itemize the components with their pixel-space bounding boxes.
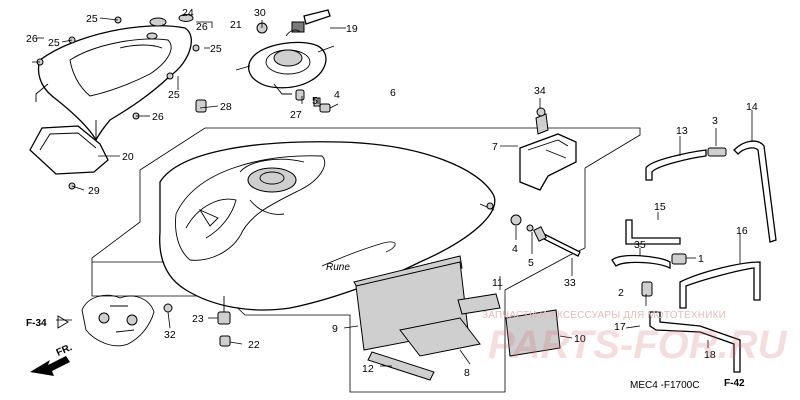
hoses	[611, 140, 777, 373]
callout-14: 14	[746, 101, 758, 113]
callout-13: 13	[676, 125, 688, 137]
key-icon	[291, 21, 305, 33]
callout-5: 5	[528, 257, 534, 269]
watermark-tagline: ЗАПЧАСТИ И АКСЕССУАРЫ ДЛЯ МОТОТЕХНИКИ	[482, 310, 726, 321]
grommet-icon	[178, 14, 194, 22]
ref-f42: F-42	[724, 378, 745, 389]
callout-9: 9	[332, 323, 338, 335]
callout-27: 27	[290, 109, 302, 121]
petcock	[163, 296, 231, 347]
watermark-brand: PARTS-FOR.RU	[488, 323, 788, 367]
callout-5: 5	[312, 95, 318, 107]
leader-lines	[32, 17, 753, 367]
watermark: ЗАПЧАСТИ И АКСЕССУАРЫ ДЛЯ МОТОТЕХНИКИ PA…	[482, 310, 788, 367]
callout-28: 28	[220, 101, 232, 113]
callout-19: 19	[346, 23, 358, 35]
callout-26: 26	[196, 21, 208, 33]
callout-32: 32	[164, 329, 176, 341]
callout-33: 33	[564, 277, 576, 289]
callout-17: 17	[614, 321, 626, 333]
callout-1: 1	[698, 253, 704, 265]
callout-12: 12	[362, 363, 374, 375]
front-label: FR.	[55, 342, 74, 359]
callout-25: 25	[48, 37, 60, 49]
grommet-icon	[149, 17, 167, 27]
callout-21: 21	[230, 19, 242, 31]
callout-10: 10	[574, 333, 586, 345]
callout-35: 35	[634, 239, 646, 251]
callout-25: 25	[86, 13, 98, 25]
callout-7: 7	[492, 141, 498, 153]
callout-23: 23	[192, 313, 204, 325]
mount-bracket	[519, 107, 577, 191]
cover-panel	[29, 125, 109, 190]
callout-20: 20	[122, 151, 134, 163]
callout-4: 4	[334, 89, 340, 101]
front-arrow-icon	[30, 356, 70, 376]
callout-18: 18	[704, 349, 716, 361]
tank-script: Rune	[326, 262, 350, 273]
callout-34: 34	[534, 85, 546, 97]
callouts: 25 24 26 21 30 19 26 25 25 25 6 4 5 27 2…	[26, 7, 758, 379]
bolts	[36, 16, 331, 120]
bolt-33	[510, 214, 581, 257]
callout-6: 6	[390, 87, 396, 99]
callout-15: 15	[654, 201, 666, 213]
fuel-tank: Rune	[159, 141, 496, 311]
callout-30: 30	[254, 7, 266, 19]
callout-25: 25	[210, 43, 222, 55]
pads	[353, 255, 561, 381]
callout-26: 26	[26, 33, 38, 45]
callout-2: 2	[618, 287, 624, 299]
callout-11: 11	[492, 277, 503, 289]
sensor-bracket	[81, 294, 155, 347]
callout-16: 16	[736, 225, 748, 237]
diagram-code: MEC4 -F1700C	[630, 380, 699, 391]
callout-4: 4	[512, 243, 518, 255]
callout-8: 8	[464, 367, 470, 379]
callout-24: 24	[182, 7, 194, 19]
callout-25: 25	[168, 89, 180, 101]
callout-29: 29	[88, 185, 100, 197]
callout-3: 3	[712, 115, 718, 127]
callout-26: 26	[152, 111, 164, 123]
fuel-cap	[235, 9, 335, 95]
seat-cowl	[35, 14, 194, 142]
ref-f34: F-34	[26, 318, 47, 329]
arrow-right-icon	[57, 315, 69, 329]
callout-22: 22	[248, 339, 260, 351]
